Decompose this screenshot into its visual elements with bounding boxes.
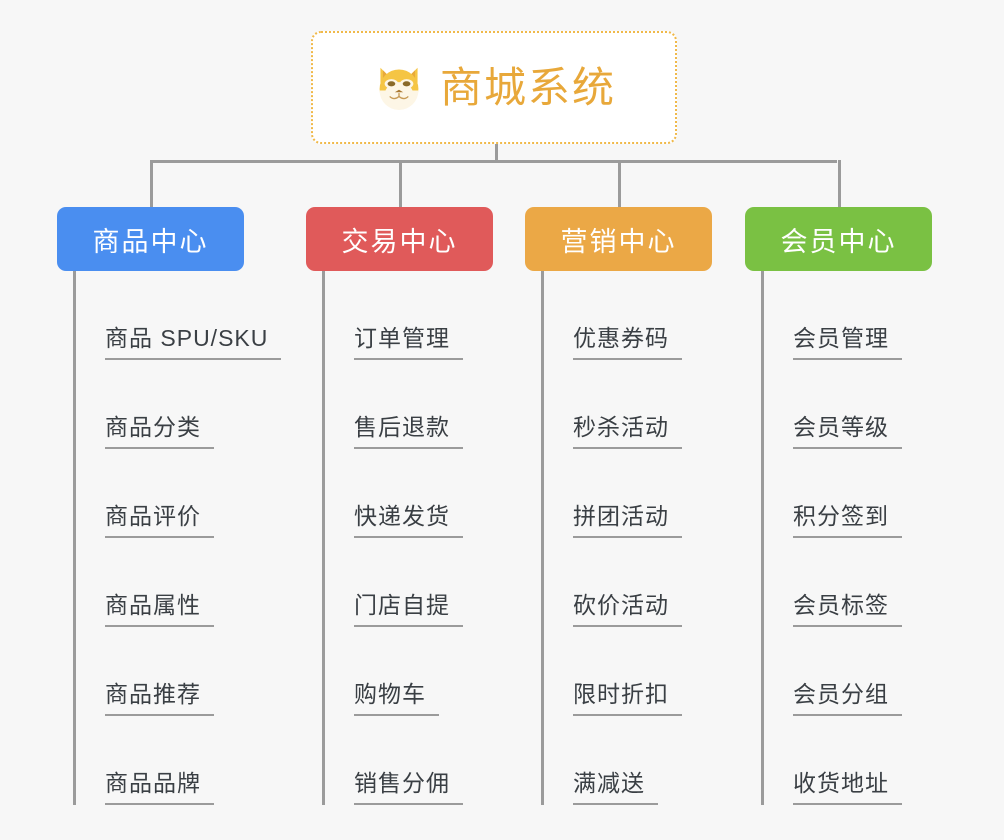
- connector-drop-product-center: [150, 160, 153, 207]
- leaf-item-underline: 门店自提: [354, 586, 463, 627]
- leaf-item-underline: 积分签到: [793, 497, 902, 538]
- leaf-item[interactable]: 商品品牌: [73, 716, 281, 805]
- leaf-item[interactable]: 会员管理: [761, 271, 902, 360]
- leaf-item-underline: 订单管理: [354, 319, 463, 360]
- leaf-item-label: 商品属性: [105, 592, 201, 618]
- leaf-item-label: 购物车: [354, 681, 426, 707]
- leaf-item[interactable]: 商品属性: [73, 538, 281, 627]
- leaf-item-label: 优惠券码: [573, 325, 669, 351]
- shiba-dog-face-icon: [372, 61, 426, 115]
- leaf-item[interactable]: 会员分组: [761, 627, 902, 716]
- leaf-item-label: 拼团活动: [573, 503, 669, 529]
- category-header-member-center[interactable]: 会员中心: [745, 207, 932, 271]
- leaf-item-underline: 快递发货: [354, 497, 463, 538]
- leaf-item-underline: 会员等级: [793, 408, 902, 449]
- leaf-item[interactable]: 会员等级: [761, 360, 902, 449]
- connector-spine-marketing-center: [541, 271, 544, 805]
- leaf-item-underline: 商品评价: [105, 497, 214, 538]
- connector-drop-trade-center: [399, 160, 402, 207]
- leaf-item[interactable]: 商品 SPU/SKU: [73, 271, 282, 360]
- leaf-item[interactable]: 限时折扣: [541, 627, 682, 716]
- connector-drop-member-center: [838, 160, 841, 207]
- leaf-item-underline: 砍价活动: [573, 586, 682, 627]
- leaf-item-label: 订单管理: [354, 325, 450, 351]
- category-header-marketing-center[interactable]: 营销中心: [525, 207, 712, 271]
- leaf-item-underline: 商品品牌: [105, 764, 214, 805]
- leaf-item-underline: 收货地址: [793, 764, 902, 805]
- leaf-list-member-center: 会员管理会员等级积分签到会员标签会员分组收货地址: [761, 271, 902, 805]
- leaf-item[interactable]: 商品推荐: [73, 627, 281, 716]
- leaf-item-underline: 商品分类: [105, 408, 214, 449]
- leaf-item[interactable]: 订单管理: [322, 271, 463, 360]
- leaf-item-underline: 商品属性: [105, 586, 214, 627]
- leaf-item-underline: 商品 SPU/SKU: [105, 319, 282, 360]
- leaf-item-underline: 限时折扣: [573, 675, 682, 716]
- leaf-item-label: 限时折扣: [573, 681, 669, 707]
- leaf-item-underline: 拼团活动: [573, 497, 682, 538]
- connector-spine-member-center: [761, 271, 764, 805]
- leaf-item[interactable]: 会员标签: [761, 538, 902, 627]
- leaf-item-underline: 会员管理: [793, 319, 902, 360]
- leaf-item[interactable]: 售后退款: [322, 360, 463, 449]
- leaf-list-product-center: 商品 SPU/SKU 商品分类商品评价商品属性商品推荐商品品牌: [73, 271, 282, 805]
- leaf-item[interactable]: 收货地址: [761, 716, 902, 805]
- leaf-item[interactable]: 满减送: [541, 716, 682, 805]
- leaf-item[interactable]: 快递发货: [322, 449, 463, 538]
- leaf-item-underline: 会员分组: [793, 675, 902, 716]
- connector-horizontal-bus: [150, 160, 837, 163]
- leaf-item[interactable]: 砍价活动: [541, 538, 682, 627]
- leaf-item-underline: 会员标签: [793, 586, 902, 627]
- leaf-item[interactable]: 优惠券码: [541, 271, 682, 360]
- leaf-item-label: 积分签到: [793, 503, 889, 529]
- connector-spine-product-center: [73, 271, 76, 805]
- leaf-item-underline: 商品推荐: [105, 675, 214, 716]
- leaf-item-label: 商品推荐: [105, 681, 201, 707]
- leaf-item-underline: 销售分佣: [354, 764, 463, 805]
- leaf-item[interactable]: 拼团活动: [541, 449, 682, 538]
- connector-root-stem: [495, 144, 498, 162]
- leaf-item[interactable]: 积分签到: [761, 449, 902, 538]
- leaf-item-label: 销售分佣: [354, 770, 450, 796]
- leaf-list-marketing-center: 优惠券码秒杀活动拼团活动砍价活动限时折扣满减送: [541, 271, 682, 805]
- leaf-item[interactable]: 商品评价: [73, 449, 281, 538]
- leaf-item-label: 收货地址: [793, 770, 889, 796]
- leaf-item-label: 会员标签: [793, 592, 889, 618]
- leaf-item-label: 门店自提: [354, 592, 450, 618]
- leaf-list-trade-center: 订单管理售后退款快递发货门店自提购物车销售分佣: [322, 271, 463, 805]
- leaf-item-label: 会员等级: [793, 414, 889, 440]
- leaf-item-label: 商品评价: [105, 503, 201, 529]
- leaf-item-label: 商品品牌: [105, 770, 201, 796]
- leaf-item-underline: 售后退款: [354, 408, 463, 449]
- leaf-item-label: 商品分类: [105, 414, 201, 440]
- leaf-item-label: 售后退款: [354, 414, 450, 440]
- leaf-item-label: 商品 SPU/SKU: [105, 325, 269, 351]
- leaf-item-underline: 优惠券码: [573, 319, 682, 360]
- leaf-item-underline: 满减送: [573, 764, 658, 805]
- leaf-item-label: 满减送: [573, 770, 645, 796]
- category-header-trade-center[interactable]: 交易中心: [306, 207, 493, 271]
- leaf-item[interactable]: 购物车: [322, 627, 463, 716]
- leaf-item-label: 会员分组: [793, 681, 889, 707]
- leaf-item[interactable]: 商品分类: [73, 360, 281, 449]
- leaf-item-label: 快递发货: [354, 503, 450, 529]
- leaf-item[interactable]: 门店自提: [322, 538, 463, 627]
- connector-drop-marketing-center: [618, 160, 621, 207]
- root-title: 商城系统: [439, 63, 616, 111]
- leaf-item-underline: 秒杀活动: [573, 408, 682, 449]
- leaf-item[interactable]: 秒杀活动: [541, 360, 682, 449]
- leaf-item-label: 秒杀活动: [573, 414, 669, 440]
- leaf-item-label: 砍价活动: [573, 592, 669, 618]
- leaf-item[interactable]: 销售分佣: [322, 716, 463, 805]
- leaf-item-label: 会员管理: [793, 325, 889, 351]
- leaf-item-underline: 购物车: [354, 675, 439, 716]
- category-header-product-center[interactable]: 商品中心: [57, 207, 244, 271]
- root-node[interactable]: 商城系统: [311, 31, 677, 144]
- connector-spine-trade-center: [322, 271, 325, 805]
